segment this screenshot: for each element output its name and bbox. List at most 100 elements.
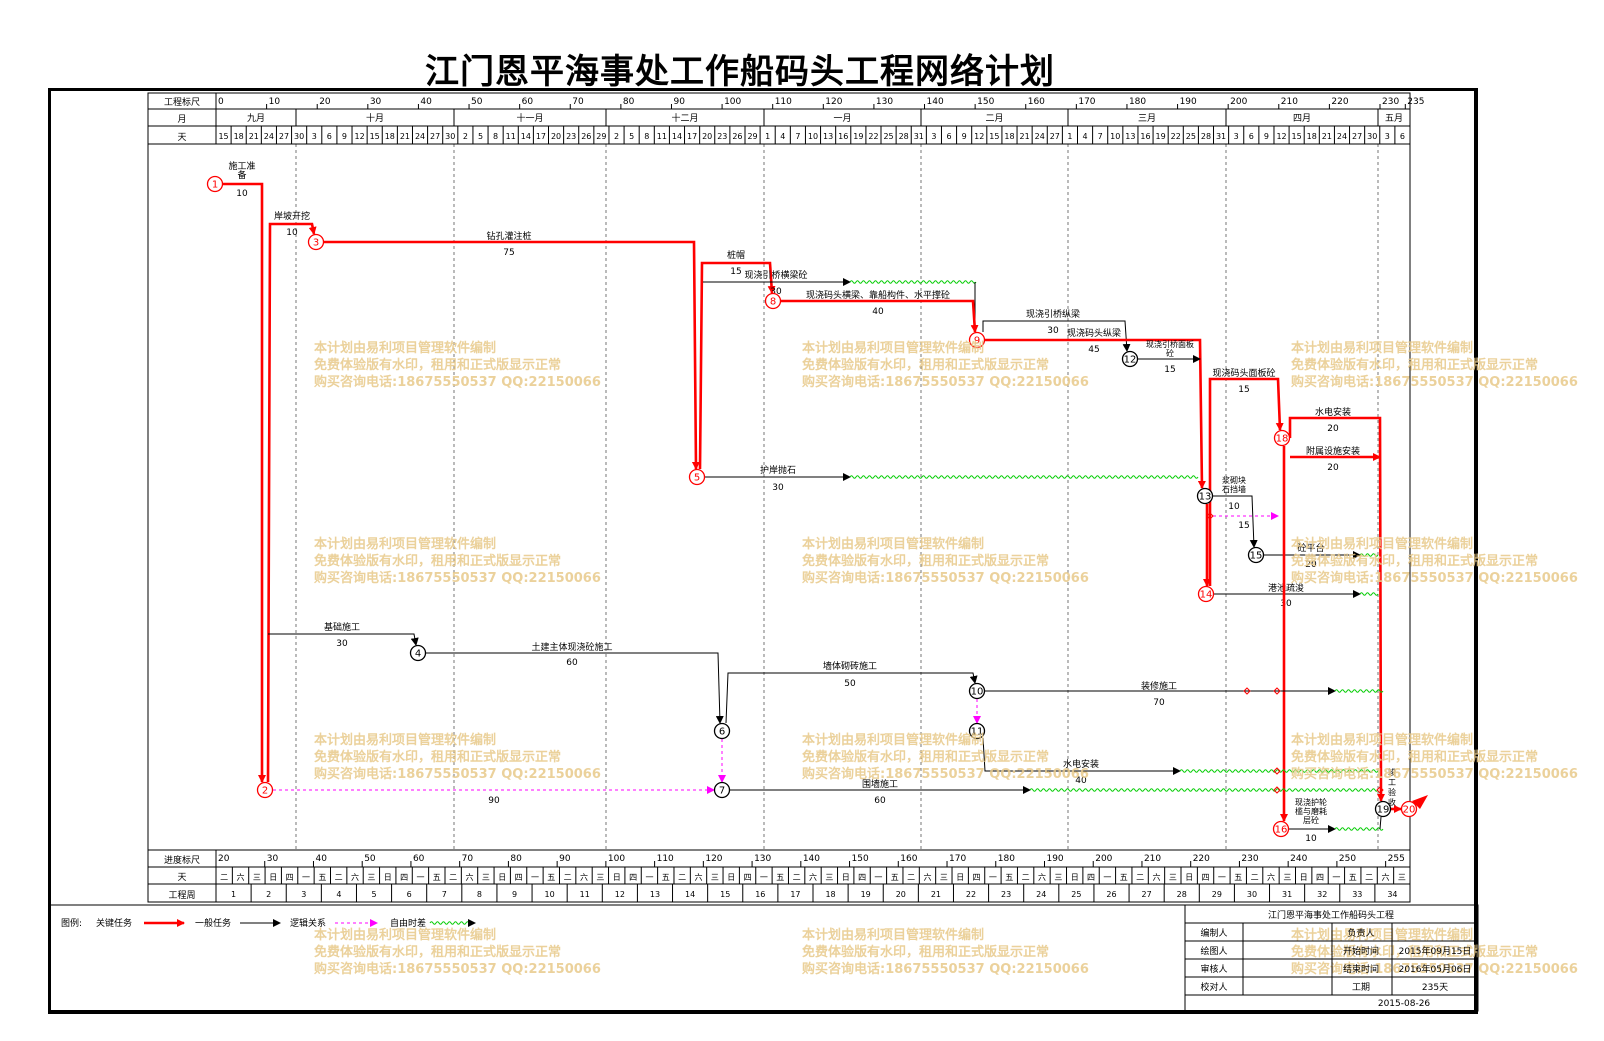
day-label: 4 — [780, 132, 785, 141]
page-title: 江门恩平海事处工作船码头工程网络计划 — [425, 52, 1055, 92]
week-label: 34 — [1387, 890, 1397, 899]
node-label: 1 — [212, 180, 218, 191]
edge-13-15 — [1212, 495, 1258, 548]
node-12 — [1121, 350, 1139, 368]
node-label: 14 — [1200, 590, 1213, 601]
node-label: 6 — [719, 727, 725, 738]
day-label: 3 — [1385, 132, 1390, 141]
free-float — [849, 280, 977, 284]
watermark-text: 免费体验版有水印，租用和正式版显示正常 — [802, 944, 1049, 960]
node-11 — [968, 722, 986, 740]
footer-scale-label: 120 — [705, 854, 722, 864]
node-6 — [713, 722, 731, 740]
weekday-label: 二 — [335, 873, 343, 882]
title-block-label: 负责人 — [1347, 927, 1374, 939]
footer-scale-label: 20 — [218, 854, 230, 864]
scale-tick-label: 100 — [724, 97, 741, 107]
task-label: 备 — [237, 169, 246, 181]
edge-3-5 — [324, 240, 700, 470]
day-label: 21 — [249, 132, 259, 141]
weekday-label: 一 — [1103, 873, 1111, 882]
day-label: 8 — [493, 132, 498, 141]
footer-row-label: 工程周 — [168, 890, 195, 901]
edge-14-18 — [1208, 377, 1284, 586]
node-14 — [1197, 585, 1215, 603]
weekday-label: 三 — [1054, 873, 1062, 882]
footer-scale-label: 60 — [413, 854, 425, 864]
title-block-label: 工期 — [1352, 982, 1370, 993]
free-float — [1029, 788, 1379, 792]
month-label: 三月 — [1138, 113, 1156, 124]
week-label: 25 — [1071, 890, 1081, 899]
weekday-label: 三 — [711, 873, 719, 882]
title-block — [1184, 904, 1479, 1012]
title-block-value: 2015年09月15日 — [1399, 945, 1472, 957]
weekday-label: 一 — [302, 873, 310, 882]
footer-scale-label: 200 — [1095, 854, 1112, 864]
title-block-label: 编制人 — [1200, 927, 1227, 939]
footer-scale-label: 230 — [1241, 854, 1258, 864]
month-label: 十月 — [366, 112, 384, 124]
task-label: 桩帽 — [727, 249, 745, 261]
watermark-text: 购买咨询电话:18675550537 QQ:22150066 — [314, 570, 601, 586]
weekday-label: 三 — [596, 873, 604, 882]
day-label: 30 — [445, 132, 455, 141]
weekday-label: 三 — [1283, 873, 1291, 882]
task-label: 现浇引桥横梁砼 — [744, 269, 807, 281]
task-label: 砼平台 — [1297, 542, 1324, 554]
week-label: 24 — [1036, 890, 1046, 899]
weekday-label: 四 — [1202, 873, 1210, 882]
day-label: 3 — [1234, 132, 1239, 141]
legend-critical-label: 关键任务 — [96, 917, 132, 929]
end-flag — [1412, 795, 1428, 809]
weekday-label: 三 — [253, 873, 261, 882]
day-label: 22 — [868, 132, 878, 141]
node-9 — [968, 331, 986, 349]
month-label: 五月 — [1385, 113, 1403, 124]
day-label: 15 — [1292, 132, 1302, 141]
day-label: 21 — [1322, 132, 1332, 141]
week-label: 15 — [720, 890, 730, 899]
day-label: 6 — [1400, 132, 1405, 141]
week-label: 31 — [1282, 890, 1292, 899]
weekday-label: 六 — [466, 872, 474, 882]
day-label: 14 — [672, 132, 682, 141]
weekday-label: 一 — [1218, 873, 1226, 882]
week-label: 12 — [615, 890, 625, 899]
node-10 — [968, 682, 986, 700]
week-label: 21 — [931, 890, 941, 899]
scale-tick-label: 150 — [977, 97, 994, 107]
watermark-text: 免费体验版有水印，租用和正式版显示正常 — [1291, 553, 1538, 569]
watermark-text: 免费体验版有水印，租用和正式版显示正常 — [1291, 749, 1538, 765]
day-label: 15 — [370, 132, 380, 141]
day-label: 4 — [1083, 132, 1088, 141]
edge-11-19 — [982, 737, 1181, 775]
task-label: 钻孔灌注桩 — [486, 230, 531, 242]
watermark-text: 本计划由易利项目管理软件编制 — [314, 340, 496, 356]
task-label: 浆砌块 — [1222, 475, 1246, 485]
day-label: 17 — [687, 132, 697, 141]
free-float — [1179, 769, 1379, 773]
weekday-label: 四 — [973, 873, 981, 882]
watermark-text: 免费体验版有水印，租用和正式版显示正常 — [802, 749, 1049, 765]
node-13 — [1196, 487, 1214, 505]
watermark-text: 免费体验版有水印，租用和正式版显示正常 — [1291, 357, 1538, 373]
crossing-mark — [1273, 687, 1281, 695]
watermark-text: 本计划由易利项目管理软件编制 — [802, 927, 984, 943]
week-label: 8 — [477, 890, 482, 899]
weekday-label: 二 — [793, 873, 801, 882]
day-label: 10 — [808, 132, 818, 141]
scale-tick-label: 90 — [673, 97, 685, 107]
task-label: 护岸抛石 — [760, 464, 796, 476]
task-duration: 75 — [503, 248, 514, 258]
task-label: 岸坡开挖 — [274, 210, 310, 222]
scale-tick-label: 180 — [1129, 97, 1146, 107]
task-duration: 30 — [772, 483, 784, 493]
scale-tick-label: 50 — [471, 97, 483, 107]
task-label: 层砼 — [1303, 815, 1319, 825]
task-duration: 10 — [1228, 502, 1240, 512]
day-label: 11 — [506, 132, 516, 141]
free-float — [1334, 689, 1384, 693]
title-block-label: 开始时间 — [1343, 945, 1379, 957]
legend-label: 图例: — [61, 917, 82, 929]
